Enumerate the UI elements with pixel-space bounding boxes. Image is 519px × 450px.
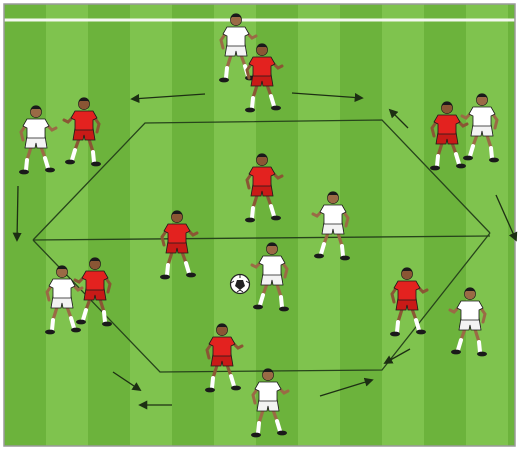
pitch-stripe xyxy=(88,4,130,446)
white-player-6 xyxy=(45,265,84,335)
hexagon-top xyxy=(32,119,491,241)
arrow-top-right xyxy=(291,92,364,103)
white-player-7 xyxy=(448,287,487,357)
pitch-stripe xyxy=(508,4,515,446)
red-player-3 xyxy=(430,101,469,171)
arrow-lower-right xyxy=(383,348,411,364)
white-player-1 xyxy=(219,13,258,83)
red-player-4 xyxy=(245,153,284,223)
arrow-right-down xyxy=(495,194,518,242)
white-player-8 xyxy=(251,368,290,438)
centre-line xyxy=(32,235,491,241)
red-player-8 xyxy=(205,323,244,393)
red-player-5 xyxy=(160,210,199,280)
white-player-4 xyxy=(311,191,350,261)
arrow-top-left xyxy=(130,93,206,104)
pitch-stripe xyxy=(424,4,466,446)
pitch-border xyxy=(3,3,516,447)
arrow-left-down xyxy=(12,185,22,242)
red-player-6 xyxy=(73,257,112,327)
red-player-2 xyxy=(62,97,101,167)
arrow-bottom-right xyxy=(319,377,374,397)
rotation-arrows xyxy=(12,92,518,410)
red-player-1 xyxy=(245,43,284,113)
arrow-lower-left xyxy=(112,371,142,392)
arrow-upper-right xyxy=(388,108,409,129)
white-player-2 xyxy=(19,105,58,175)
soccer-ball-icon xyxy=(229,273,251,295)
red-player-7 xyxy=(390,267,429,337)
players xyxy=(19,13,499,438)
white-player-5 xyxy=(250,242,289,312)
white-player-3 xyxy=(460,93,499,163)
pitch-stripe xyxy=(4,4,46,446)
